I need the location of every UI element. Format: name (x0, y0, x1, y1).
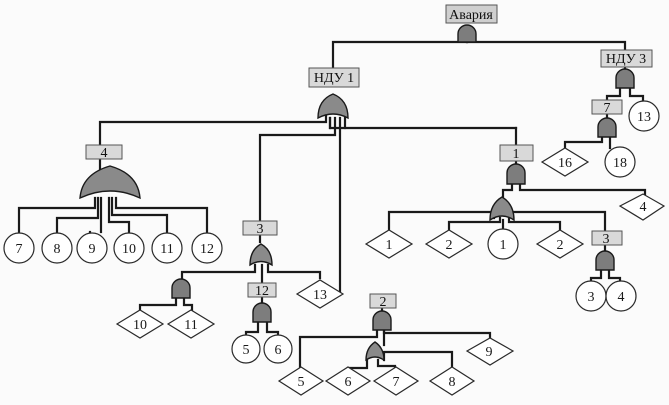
event-circle-label: 18 (613, 156, 627, 171)
gate4-label: 4 (101, 146, 108, 161)
basic-events: 7 8 9 10 11 12 5 6 1 3 4 18 13 (3, 100, 660, 364)
event-diamond-label: 6 (345, 375, 352, 390)
event-diamond-label: 11 (184, 318, 197, 333)
event-diamond-label: 5 (298, 375, 305, 390)
gate7-label: 7 (604, 101, 611, 116)
and-gate-3-left (171, 278, 191, 299)
gate3b-label: 3 (603, 232, 610, 247)
root-event-box (445, 4, 498, 24)
event-circle-label: 6 (275, 343, 282, 358)
event-diamond (618, 193, 666, 221)
event-diamond-label: 7 (393, 375, 400, 390)
event-circle (191, 232, 223, 264)
gate7-box (591, 99, 623, 115)
event-circle (151, 232, 183, 264)
gate1-label: 1 (513, 147, 520, 162)
and-gate-root (457, 24, 477, 43)
event-circle-label: 13 (637, 110, 651, 125)
event-circle (231, 334, 261, 364)
event-diamond-label: 2 (557, 238, 564, 253)
gate3-label: 3 (257, 222, 264, 237)
event-circle-label: 10 (122, 242, 136, 257)
gate12-label: 12 (255, 284, 269, 299)
event-diamond (372, 366, 420, 396)
event-circle-label: 3 (588, 290, 595, 305)
or-gate-2-lower (365, 341, 385, 362)
event-circle (76, 232, 108, 264)
event-diamond (540, 147, 590, 177)
event-circle (3, 232, 35, 264)
or-gate-3 (249, 243, 273, 267)
and-gate-ndu3 (615, 68, 635, 89)
gate2-label: 2 (380, 295, 387, 310)
event-diamond (465, 337, 515, 366)
ndu3-label: НДУ 3 (606, 52, 646, 67)
event-diamond-label: 2 (446, 238, 453, 253)
ndu1-label: НДУ 1 (314, 71, 354, 86)
gate3b-box (591, 230, 623, 246)
event-diamond (364, 229, 414, 259)
ndu1-box (308, 67, 360, 88)
connector-lines (17, 38, 647, 374)
event-diamond (324, 366, 372, 396)
and-gate-3b (595, 250, 615, 271)
and-gate-1 (506, 163, 526, 185)
gates (79, 24, 635, 362)
event-circle-label: 12 (200, 242, 214, 257)
event-circle-label: 8 (54, 242, 61, 257)
event-circle (487, 228, 519, 260)
or-gate-ndu1 (317, 93, 349, 120)
gate12-box (247, 282, 277, 298)
event-diamond (115, 309, 165, 339)
event-diamond-label: 4 (640, 200, 647, 215)
gate2-box (369, 293, 397, 309)
event-circle-label: 1 (500, 238, 507, 253)
event-diamond (166, 309, 216, 339)
root-event-label: Авария (449, 8, 493, 23)
gate1-box (499, 144, 534, 162)
event-diamond-label: 10 (133, 318, 147, 333)
event-diamond (424, 229, 474, 259)
event-diamond-label: 13 (313, 288, 327, 303)
event-diamond-label: 9 (486, 345, 493, 360)
event-circle (605, 280, 637, 312)
event-diamond-label: 1 (386, 238, 393, 253)
event-diamond (428, 366, 476, 396)
label-boxes: Авария НДУ 1 НДУ 3 4 3 12 1 3 2 7 (85, 4, 653, 310)
event-circle (113, 232, 145, 264)
or-gate-4 (79, 165, 141, 200)
event-circle-label: 4 (618, 290, 625, 305)
event-diamond (295, 279, 345, 309)
event-circle (628, 100, 660, 132)
event-diamond-label: 16 (558, 156, 572, 171)
ndu3-box (600, 49, 653, 68)
event-circle (604, 146, 636, 178)
event-diamond (535, 229, 585, 259)
event-circle-label: 5 (243, 343, 250, 358)
event-circle-label: 9 (89, 242, 96, 257)
event-circle-label: 7 (16, 242, 23, 257)
gate4-box (85, 144, 123, 160)
event-circle (263, 334, 293, 364)
gate3-box (242, 220, 278, 236)
and-gate-7 (597, 117, 617, 138)
event-diamond-label: 8 (449, 375, 456, 390)
event-circle-label: 11 (160, 242, 173, 257)
and-gate-12 (252, 302, 272, 323)
event-diamond (277, 366, 325, 396)
undeveloped-events: 10 11 13 1 2 2 4 16 9 5 6 7 8 (115, 147, 666, 396)
event-circle (41, 232, 73, 264)
and-gate-2 (372, 310, 392, 331)
or-gate-1-lower (489, 196, 515, 222)
